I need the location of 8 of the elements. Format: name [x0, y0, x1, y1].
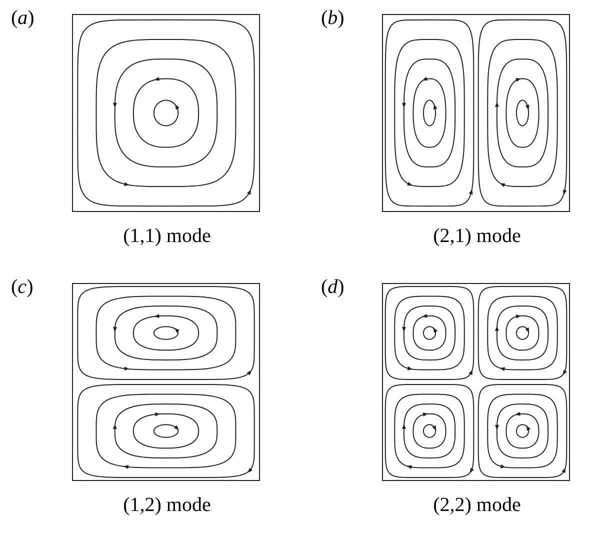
- panel-caption: (1,2) mode: [122, 494, 212, 517]
- panel-caption: (1,1) mode: [122, 225, 212, 248]
- panel-caption: (2,2) mode: [432, 494, 522, 517]
- panel-label: (b): [321, 7, 344, 30]
- panel-caption: (2,1) mode: [432, 225, 522, 248]
- panel-label: (d): [321, 276, 344, 299]
- panel-label: (a): [11, 7, 34, 30]
- panel-label: (c): [11, 276, 34, 299]
